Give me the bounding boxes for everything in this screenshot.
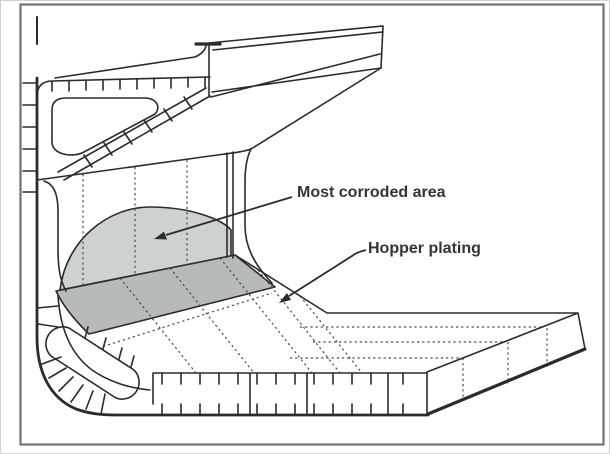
side-shell-frame-dotted-lines	[82, 160, 188, 286]
double-bottom-face	[152, 372, 428, 416]
deck-edge-line	[54, 45, 207, 79]
most-corroded-leader-line	[165, 196, 293, 236]
most-corroded-label: Most corroded area	[297, 184, 446, 201]
hull-outline	[35, 76, 430, 417]
topside-slope-stiffener-ticks	[83, 96, 193, 168]
figure-frame-border	[19, 3, 605, 446]
tank-top-edges	[234, 254, 586, 373]
double-bottom-bottom-ticks	[161, 403, 404, 416]
bilge-hole-ticks	[84, 326, 135, 368]
most-corroded-arrowhead-icon	[154, 231, 167, 240]
hopper-plating-arrowhead-icon	[279, 293, 291, 303]
double-bottom-bottom-edge	[426, 347, 587, 416]
side-shell-top-edge	[36, 148, 252, 181]
deck-stiffener-ticks	[51, 76, 206, 92]
hatch-coaming-lines	[208, 25, 384, 98]
shell-knuckle-curve	[244, 148, 273, 284]
bilge-frame-ticks	[36, 305, 106, 415]
web-frame-lines	[226, 151, 234, 259]
hopper-parallel-dotted-line	[97, 292, 273, 349]
bilge-inner-curve	[57, 294, 151, 391]
side-shell-frame-ticks	[22, 82, 38, 193]
tank-top-seam-dotted-lines	[290, 326, 542, 359]
slope-face-dotted-lines	[462, 328, 548, 399]
double-bottom-top-ticks	[161, 372, 404, 385]
hopper-plating-shade	[55, 254, 276, 335]
tank-top-diagonal-dotted-lines	[119, 257, 363, 374]
dotted-frame-lines	[82, 160, 548, 399]
hopper-plating-leader-line	[288, 249, 367, 297]
side-shell-left-curve	[43, 180, 67, 292]
structure-linework	[22, 16, 587, 417]
hopper-plating-label: Hopper plating	[368, 240, 481, 257]
annotation-leaders	[154, 196, 367, 303]
bilge-lightening-hole	[45, 326, 140, 400]
deck-stringer-line	[36, 76, 211, 97]
topside-slope-far-edge	[250, 67, 382, 150]
topside-tank-slope-band	[57, 87, 211, 181]
topside-tank-lightening-hole	[51, 97, 159, 156]
